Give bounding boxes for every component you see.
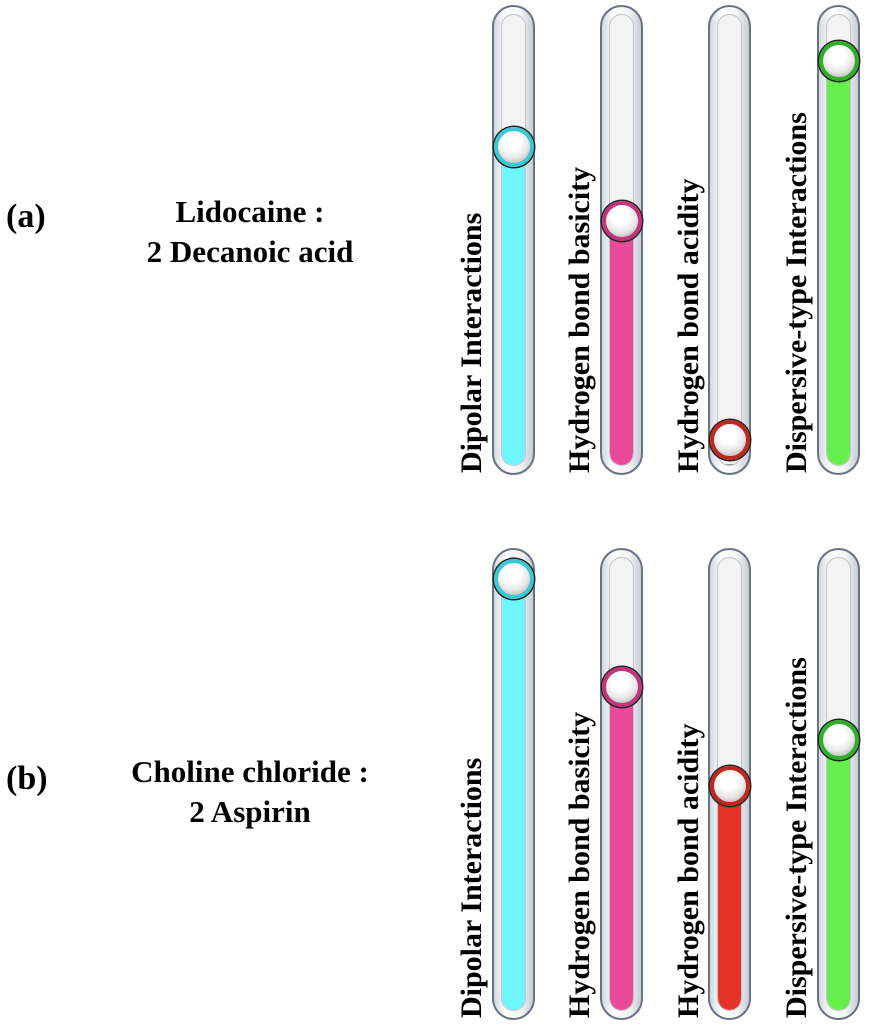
slider-knob[interactable] (818, 720, 859, 761)
slider-knob[interactable] (493, 127, 534, 168)
title-line-2: 2 Aspirin (189, 794, 311, 829)
slider-label-acidity: Hydrogen bond acidity (672, 723, 705, 1018)
slider-track (609, 557, 634, 1011)
slider-basicity[interactable] (600, 548, 643, 1020)
slider-dipolar[interactable] (492, 548, 535, 1020)
slider-knob[interactable] (493, 559, 534, 599)
slider-knob[interactable] (818, 40, 859, 81)
slider-dispersive[interactable] (817, 548, 860, 1020)
panel-letter: (a) (6, 198, 46, 235)
slider-basicity[interactable] (600, 5, 643, 475)
slider-dipolar[interactable] (492, 5, 535, 475)
panel-a: (a) Lidocaine : 2 Decanoic acid Dipolar … (0, 0, 888, 500)
slider-fill (610, 682, 633, 1010)
panel-title: Lidocaine : 2 Decanoic acid (100, 192, 400, 272)
slider-track (501, 557, 526, 1011)
slider-acidity[interactable] (708, 5, 751, 475)
slider-track (501, 14, 526, 466)
slider-knob[interactable] (601, 666, 642, 707)
panel-title: Choline chloride : 2 Aspirin (100, 752, 400, 832)
slider-fill (718, 464, 741, 465)
slider-acidity[interactable] (708, 548, 751, 1020)
slider-track (826, 14, 851, 466)
title-line-2: 2 Decanoic acid (146, 234, 354, 269)
title-line-1: Choline chloride : (131, 754, 369, 789)
slider-label-basicity: Hydrogen bond basicity (563, 711, 596, 1018)
slider-label-dipolar: Dipolar Interactions (455, 757, 488, 1018)
slider-track (609, 14, 634, 466)
slider-fill (502, 575, 525, 1010)
slider-knob[interactable] (601, 201, 642, 242)
slider-dispersive[interactable] (817, 5, 860, 475)
slider-fill (827, 736, 850, 1010)
slider-fill (718, 782, 741, 1010)
slider-label-dispersive: Dispersive-type Interactions (780, 657, 813, 1018)
panel-letter: (b) (6, 760, 48, 797)
slider-knob[interactable] (709, 419, 750, 460)
title-line-1: Lidocaine : (175, 194, 325, 229)
slider-track (826, 557, 851, 1011)
slider-track (717, 14, 742, 466)
slider-knob[interactable] (709, 766, 750, 806)
